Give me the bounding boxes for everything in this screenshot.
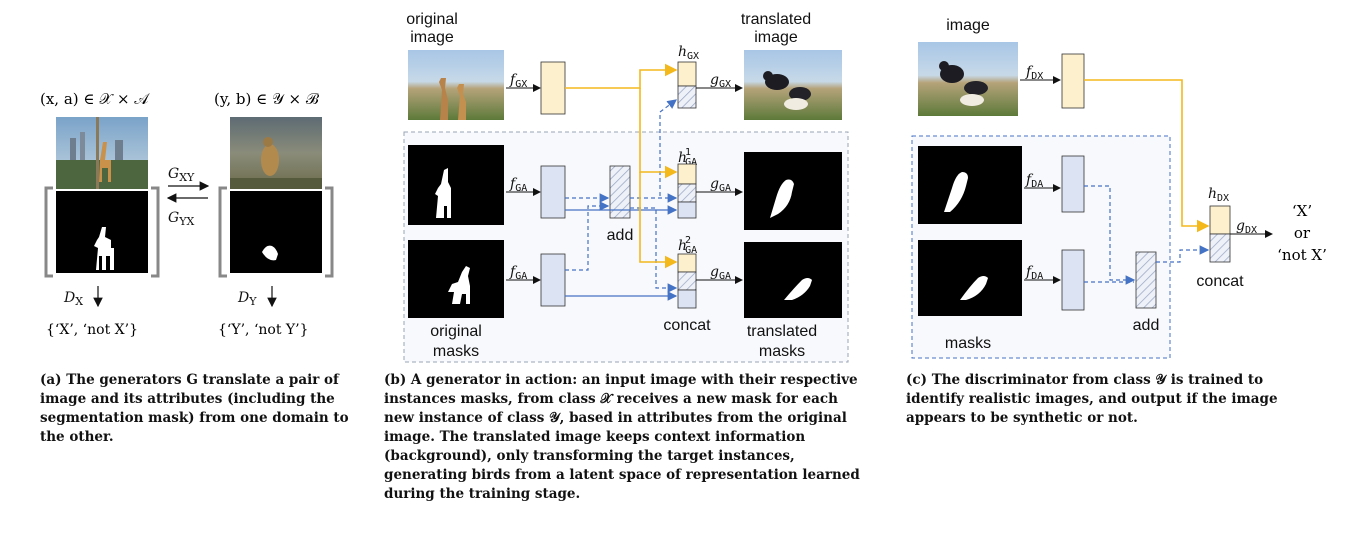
f-gx-label: fGX	[509, 72, 527, 90]
bracket-right-y	[325, 186, 334, 278]
masks-label-c: masks	[945, 335, 991, 352]
g-ga-label-1: gGA	[710, 176, 731, 194]
translated-masks-label-line2: masks	[759, 343, 805, 360]
f-da-label-1: fDA	[1025, 172, 1043, 190]
giraffe-mask-shape-2	[448, 266, 470, 304]
original-mask-2	[408, 240, 504, 318]
dash-fda1-to-add	[1084, 185, 1136, 285]
latent-ga1-yellow	[677, 163, 697, 185]
translated-image-label-line1: translated	[741, 11, 811, 28]
latent-ga1-hatch	[677, 183, 697, 203]
bird-mask-shape-2	[784, 278, 812, 300]
translated-mask-2	[744, 242, 842, 318]
encoder-box-ga-2	[540, 253, 566, 307]
original-masks-label-line2: masks	[433, 343, 479, 360]
f-da-label-2: fDA	[1025, 264, 1043, 282]
latent-box-gx-bottom	[677, 85, 697, 109]
translated-masks-label-line1: translated	[747, 323, 817, 340]
g-gx-label: gGX	[710, 72, 731, 90]
concat-label-b: concat	[663, 317, 711, 334]
encoder-box-da-1	[1061, 155, 1085, 213]
mask-c-1	[918, 146, 1022, 224]
dash-into-hgx	[659, 99, 677, 113]
latent-ga2-hatch	[677, 271, 697, 291]
bird-mask-shape-c2	[960, 276, 988, 300]
translated-mask-1	[744, 152, 842, 230]
add-label-c: add	[1133, 317, 1160, 334]
original-mask-1	[408, 145, 504, 225]
latent-ga2-yellow	[677, 253, 697, 273]
bird-mask-shape-c1	[944, 172, 968, 212]
translated-image-label-line2: image	[754, 29, 798, 46]
latent-box-gx-top	[677, 61, 697, 87]
bird-mask-shape-1	[770, 179, 794, 218]
f-ga-label-2: fGA	[509, 264, 527, 282]
encoder-box-gx	[540, 61, 566, 115]
caption-c: (c) The discriminator from class 𝒴 is tr…	[906, 372, 1278, 426]
bracket-right-x	[151, 186, 160, 278]
dash-add-to-hdx	[1156, 245, 1210, 263]
image-label-c: image	[946, 17, 990, 34]
domain-x-label: (x, a) ∈ 𝒳 × 𝒜	[40, 90, 150, 108]
yellow-path-dx	[1084, 79, 1210, 233]
giraffe-mask-shape	[94, 227, 114, 270]
original-image-giraffes	[408, 50, 504, 120]
bird-mask-shape	[262, 245, 278, 261]
add-label-b: add	[607, 227, 634, 244]
caption-b: (b) A generator in action: an input imag…	[384, 372, 860, 502]
panel-c: image fDX fDA fDA add masks hDX	[911, 17, 1327, 359]
panel-b: original image translated image fGX hGX …	[403, 11, 849, 363]
output-not-x: ‘not X’	[1277, 246, 1327, 264]
add-box-b	[609, 165, 631, 219]
encoder-box-da-2	[1061, 249, 1085, 311]
latent-ga2-blue	[677, 289, 697, 309]
mask-y-bird	[230, 191, 322, 273]
latent-ga1-blue	[677, 201, 697, 219]
bracket-left-x	[44, 186, 53, 278]
encoder-box-dx	[1061, 53, 1085, 109]
panel-a: (x, a) ∈ 𝒳 × 𝒜 (y, b) ∈ 𝒴 × ℬ	[40, 90, 334, 338]
caption-a: (a) The generators G translate a pair of…	[40, 372, 349, 445]
f-dx-label: fDX	[1025, 64, 1043, 82]
output-y-set: {‘Y’, ‘not Y’}	[218, 322, 309, 338]
d-x-label: DX	[63, 290, 83, 308]
yellow-path-gx	[565, 63, 678, 89]
h-dx-label: hDX	[1208, 186, 1229, 204]
bracket-left-y	[218, 186, 227, 278]
g-xy-label: GXY	[168, 166, 195, 184]
add-box-c	[1135, 251, 1157, 309]
translated-image-birds	[744, 50, 842, 120]
original-image-label-line1: original	[406, 11, 458, 28]
giraffe-mask-shape-1	[435, 168, 451, 218]
d-y-label: DY	[237, 290, 257, 308]
concat-label-c: concat	[1196, 273, 1244, 290]
h-gx-label: hGX	[678, 44, 699, 62]
image-x-giraffe-city	[56, 117, 148, 189]
original-image-label-line2: image	[410, 29, 454, 46]
domain-y-label: (y, b) ∈ 𝒴 × ℬ	[214, 90, 320, 108]
output-x: ‘X’	[1292, 202, 1312, 220]
g-dx-label: gDX	[1236, 218, 1257, 236]
f-ga-label-1: fGA	[509, 176, 527, 194]
mask-c-2	[918, 240, 1022, 316]
output-x-set: {‘X’, ‘not X’}	[46, 322, 138, 338]
g-ga-label-2: gGA	[710, 264, 731, 282]
original-masks-label-line1: original	[430, 323, 482, 340]
latent-dx-hatch	[1209, 233, 1231, 263]
image-y-bird-blurred	[230, 117, 322, 189]
input-image-birds-c	[918, 42, 1018, 116]
output-or: or	[1294, 224, 1311, 242]
encoder-box-ga-1	[540, 165, 566, 219]
latent-dx-yellow	[1209, 205, 1231, 235]
yellow-to-hga2	[639, 172, 678, 269]
g-yx-label: GYX	[168, 210, 194, 228]
dash-add-to-hga2	[630, 207, 678, 293]
